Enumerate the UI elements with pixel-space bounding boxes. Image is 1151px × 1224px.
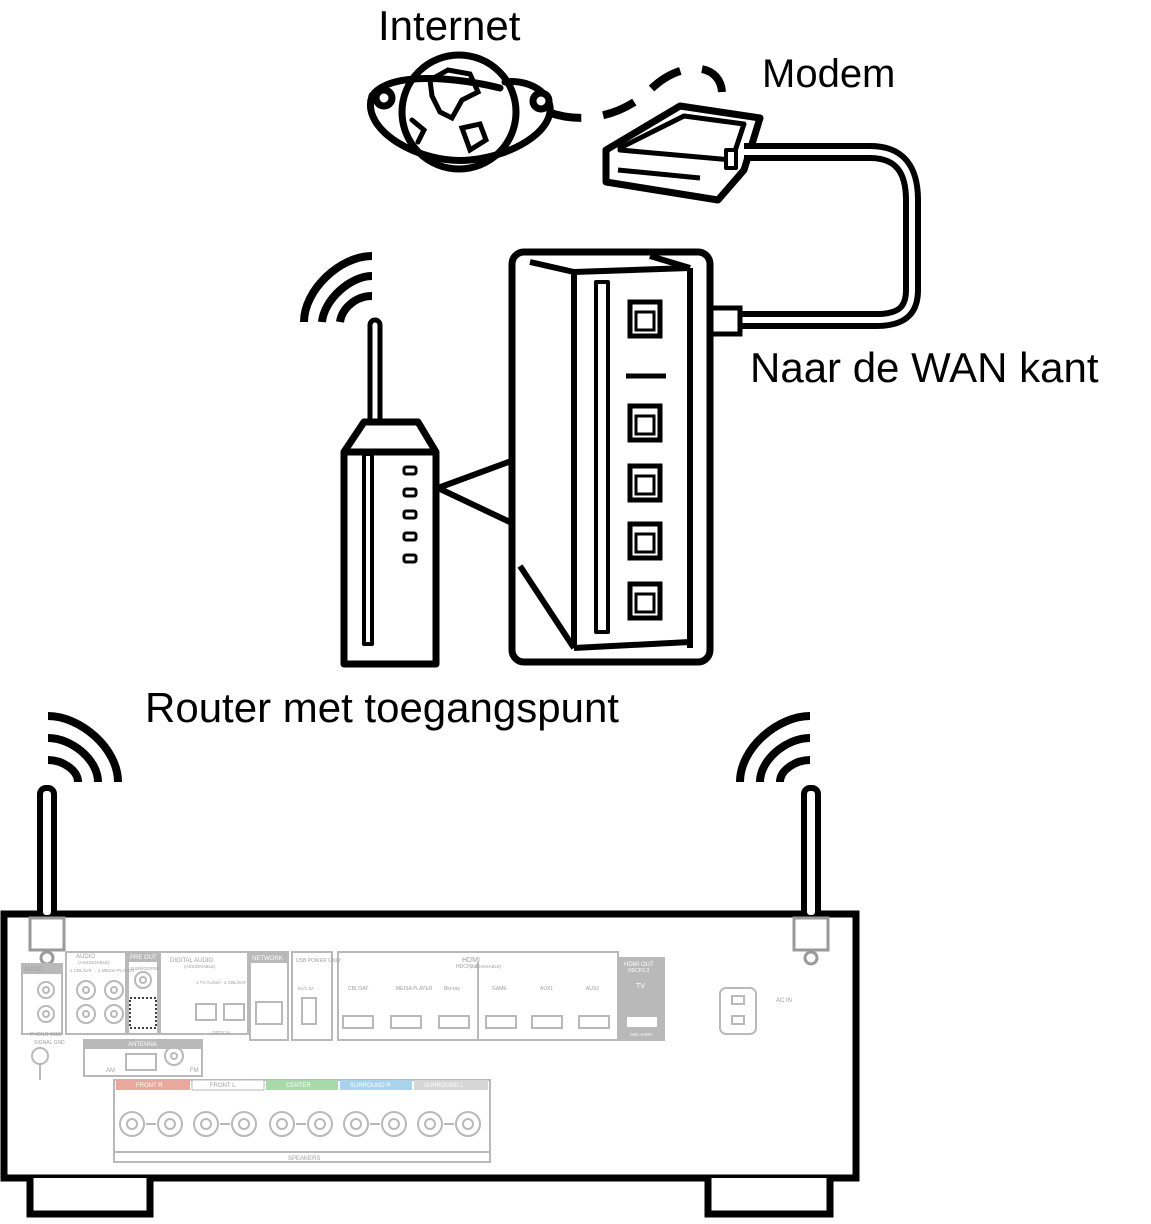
optical-label: OPTICAL: [212, 1030, 232, 1035]
modem-label: Modem: [762, 52, 896, 96]
hdmi-out-hdcp-label: HDCP2.3: [628, 968, 649, 974]
cbl-sat-label: 1 CBL/SAT: [70, 968, 92, 973]
receiver-antenna-left: [28, 785, 66, 966]
wifi-icon: [736, 712, 811, 783]
globe-icon: [366, 51, 554, 173]
router-icon: [340, 317, 440, 668]
hdmi-in-label: HDMI: [462, 957, 480, 964]
audio-assignable-sub: (ASSIGNABLE): [78, 960, 110, 965]
audio-in-label: AUDIO: [24, 967, 43, 973]
audio-assignable-label: AUDIO: [76, 954, 95, 960]
media-player-label: 2 MEDIA PLAYER: [98, 968, 135, 973]
cbl-sat-2-label: 2 CBL/SAT: [224, 980, 246, 985]
hdmi-port-1: CBL/SAT: [348, 986, 368, 992]
speaker-group-center: CENTER: [286, 1083, 311, 1089]
subwoofer-label: SUBWOOFER: [130, 966, 160, 971]
hdmi-port-4: GAME: [492, 986, 507, 992]
tv-audio-label: 1 TV AUDIO: [196, 980, 221, 985]
hdmi-assignable-label: (ASSIGNABLE): [470, 964, 502, 969]
hdmi-port-3: Blu-ray: [444, 986, 460, 992]
antenna-label: ANTENNA: [128, 1042, 157, 1048]
ethernet-port-wan-icon: [627, 299, 663, 339]
hdmi-port-2: MEDIA PLAYER: [396, 986, 433, 992]
speaker-group-surround-l: SURROUND L: [424, 1083, 464, 1089]
network-label: NETWORK: [252, 956, 283, 962]
hdmi-port-6: AUX2: [586, 986, 599, 992]
internet-link: [546, 64, 726, 122]
speaker-terminals: [119, 1111, 481, 1137]
receiver-antenna-right: [792, 785, 830, 966]
hdmi-out-label: HDMI OUT: [624, 962, 654, 968]
ethernet-port-lan-icon: [627, 403, 663, 621]
pre-out-label: PRE OUT: [130, 955, 157, 961]
speaker-group-front-l: FRONT L: [210, 1083, 236, 1089]
wifi-icon: [300, 252, 373, 323]
usb-rating-label: 5V/1.5A: [298, 986, 314, 991]
router-back-panel: [508, 248, 714, 666]
wifi-icon: [47, 712, 122, 783]
digital-audio-label: DIGITAL AUDIO: [170, 958, 213, 964]
internet-label: Internet: [378, 2, 521, 49]
callout-pointer: [435, 457, 517, 527]
signal-gnd-label: SIGNAL GND: [34, 1040, 65, 1046]
usb-label: USB POWER ONLY: [296, 958, 342, 964]
fm-label: FM: [190, 1068, 199, 1074]
speaker-headers: [116, 1079, 488, 1091]
modem-icon: [602, 102, 764, 204]
phono-label: PHONO (MM): [30, 1032, 62, 1038]
speaker-group-front-r: FRONT R: [136, 1083, 163, 1089]
arc-label: ARC eARC: [630, 1032, 654, 1037]
wan-cable: [736, 143, 921, 329]
tv-label: TV: [636, 983, 645, 990]
speakers-label: SPEAKERS: [288, 1156, 320, 1162]
router-label: Router met toegangspunt: [145, 684, 619, 731]
wan-side-label: Naar de WAN kant: [750, 344, 1099, 391]
ac-in-label: AC IN: [776, 998, 792, 1004]
hdcp-label: HDCP2.3: [456, 964, 477, 970]
hdmi-port-5: AUX1: [540, 986, 553, 992]
am-label: AM: [106, 1068, 115, 1074]
digital-assignable-label: (ASSIGNABLE): [184, 964, 216, 969]
receiver-back-panel: [21, 951, 757, 1163]
speaker-group-surround-r: SURROUND R: [350, 1083, 391, 1089]
